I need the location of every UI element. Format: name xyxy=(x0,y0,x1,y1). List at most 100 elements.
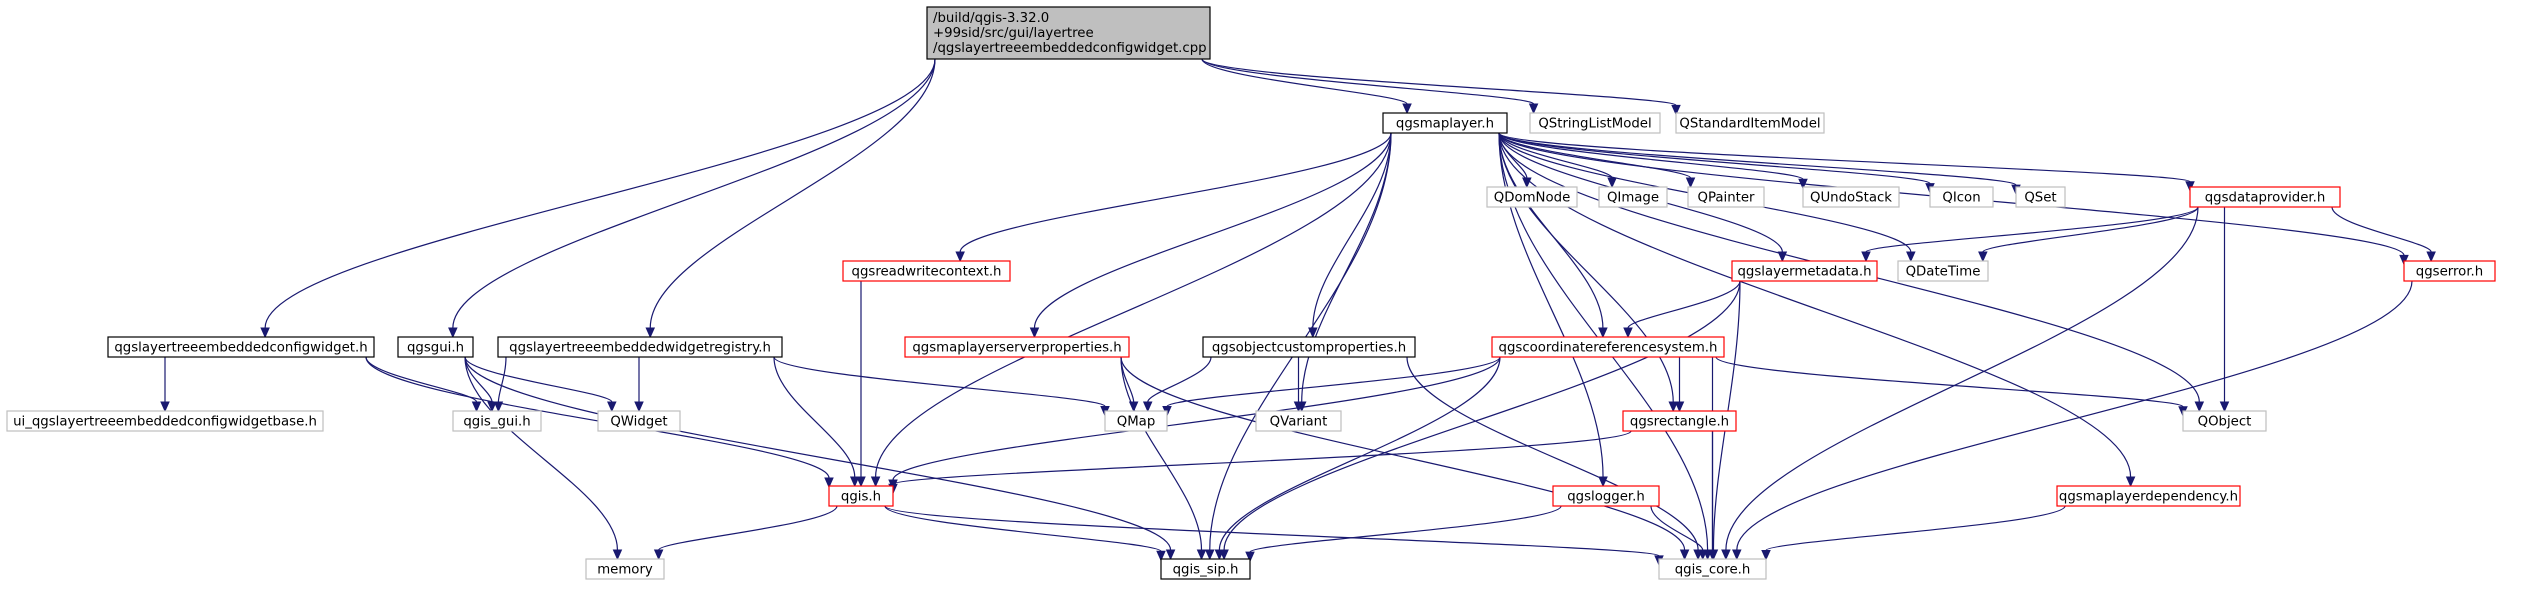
edge-qgslogger_h-to-qgis_sip_h xyxy=(1245,505,1562,563)
edge-qgsgui_h-to-qgis_sip_h xyxy=(464,356,1176,561)
arrowhead xyxy=(260,327,270,339)
edge-line xyxy=(1166,356,1501,408)
node-label: QStringListModel xyxy=(1538,117,1651,132)
arrowhead xyxy=(2194,401,2205,413)
node-label: QWidget xyxy=(610,415,667,430)
arrowhead xyxy=(1293,401,1304,413)
edge-qgsdataprovider_h-to-qgis_core_h xyxy=(1721,206,2199,561)
node-qgsmaplayer-h[interactable]: qgsmaplayer.h xyxy=(1382,112,1508,134)
edge-qgsmaplayer_h-to-qgsmaplayerdependency_h xyxy=(1498,132,2136,488)
edge-line xyxy=(264,58,936,329)
edge-qgsmaplayer_h-to-qgslogger_h xyxy=(1498,132,1608,488)
edge-line xyxy=(959,132,1392,253)
node-label: qgsdataprovider.h xyxy=(2205,191,2326,206)
arrowhead xyxy=(1196,549,1207,561)
node-box xyxy=(1802,186,1900,208)
node-box xyxy=(926,6,1211,60)
edge-qgscoordinatereferencesystem_h-to-qgis_sip_h xyxy=(1214,356,1501,561)
node-box xyxy=(397,336,474,358)
edge-qgsdataprovider_h-to-qgserror_h xyxy=(2331,206,2436,263)
node-qgserror-h[interactable]: qgserror.h xyxy=(2403,260,2496,282)
edge-qgsmaplayer_h-to-qgsrectangle_h xyxy=(1498,132,1679,413)
node-root[interactable]: /build/qgis-3.32.0+99sid/src/gui/layertr… xyxy=(926,6,1211,60)
arrowhead xyxy=(1697,549,1708,561)
edge-line xyxy=(1498,132,2191,183)
edge-line xyxy=(1627,280,1741,329)
edge-line xyxy=(1498,132,2132,478)
node-label: QSet xyxy=(2024,191,2056,206)
node-qgscoordinatereferencesystem-h[interactable]: qgscoordinatereferencesystem.h xyxy=(1491,336,1725,358)
node-qgslayertreeembeddedwidgetregistry-h[interactable]: qgslayertreeembeddedwidgetregistry.h xyxy=(497,336,783,358)
node-box xyxy=(1675,112,1825,134)
arrowhead xyxy=(487,401,497,413)
node-label: QUndoStack xyxy=(1810,191,1892,206)
node-box xyxy=(1382,112,1508,134)
node-label: qgis.h xyxy=(841,490,881,505)
node-box xyxy=(2403,260,2496,282)
node-label: QImage xyxy=(1607,191,1659,206)
node-label: /build/qgis-3.32.0 xyxy=(933,11,1049,26)
edge-qgsdataprovider_h-to-qgslayermetadata_h xyxy=(1861,206,2199,263)
node-box xyxy=(1598,186,1668,208)
node-label: QVariant xyxy=(1270,415,1328,430)
arrowhead xyxy=(448,327,458,339)
node-qgslogger-h[interactable]: qgslogger.h xyxy=(1552,485,1660,507)
edge-line xyxy=(1301,132,1392,403)
node-qgis-h[interactable]: qgis.h xyxy=(828,485,894,507)
node-box xyxy=(2015,186,2066,208)
arrowhead xyxy=(607,401,617,413)
edge-line xyxy=(1120,356,1203,551)
arrowhead xyxy=(1623,327,1633,339)
node-qgsmaplayerdependency-h[interactable]: qgsmaplayerdependency.h xyxy=(2056,485,2241,507)
node-qgsdataprovider-h[interactable]: qgsdataprovider.h xyxy=(2189,186,2341,208)
edge-line xyxy=(892,356,1501,481)
edge-qgslayertreeembeddedwidgetregistry_h-to-qgis_h xyxy=(773,356,860,488)
node-qundostack: QUndoStack xyxy=(1802,186,1900,208)
node-qgsgui-h[interactable]: qgsgui.h xyxy=(397,336,474,358)
arrowhead xyxy=(1607,177,1617,189)
arrowhead xyxy=(653,549,664,561)
node-qgsmaplayerserverproperties-h[interactable]: qgsmaplayerserverproperties.h xyxy=(904,336,1130,358)
edge-line xyxy=(1736,280,2413,551)
edge-qgsmaplayer_h-to-qgis_h xyxy=(870,132,1392,488)
arrowhead xyxy=(955,251,965,263)
node-qgslayertreeembeddedconfigwidget-h[interactable]: qgslayertreeembeddedconfigwidget.h xyxy=(107,336,375,358)
node-box xyxy=(1160,558,1251,580)
edge-qgsmaplayer_h-to-qgsmaplayerserverproperties_h xyxy=(1029,132,1392,339)
node-qgis-core-h: qgis_core.h xyxy=(1658,558,1767,580)
edge-qgsmaplayer_h-to-qgsreadwritecontext_h xyxy=(955,132,1392,263)
node-qgsrectangle-h[interactable]: qgsrectangle.h xyxy=(1622,410,1737,432)
node-label: qgscoordinatereferencesystem.h xyxy=(1499,341,1718,356)
node-label: qgsmaplayerdependency.h xyxy=(2059,490,2238,505)
node-label: qgis_sip.h xyxy=(1173,563,1239,578)
arrowhead xyxy=(1685,177,1696,189)
arrowhead xyxy=(856,476,866,488)
arrowhead xyxy=(1721,549,1731,561)
arrowhead xyxy=(471,401,482,413)
node-box xyxy=(2056,485,2241,507)
node-qgis-sip-h[interactable]: qgis_sip.h xyxy=(1160,558,1251,580)
node-label: qgsgui.h xyxy=(407,341,464,356)
node-qstringlistmodel: QStringListModel xyxy=(1529,112,1661,134)
node-label: +99sid/src/gui/layertree xyxy=(933,26,1094,41)
node-qgslayermetadata-h[interactable]: qgslayermetadata.h xyxy=(1731,260,1878,282)
node-qobject: QObject xyxy=(2182,410,2267,432)
arrowhead xyxy=(1156,550,1166,562)
arrowhead xyxy=(1906,251,1916,263)
edge-qgsmaplayerserverproperties_h-to-qgis_core_h xyxy=(1120,356,1690,561)
edge-qgslayermetadata_h-to-qgis_sip_h xyxy=(1219,280,1741,561)
arrowhead xyxy=(1219,549,1229,561)
arrowhead xyxy=(1029,327,1040,339)
edge-qgsmaplayerdependency_h-to-qgis_core_h xyxy=(1761,505,2066,561)
node-box xyxy=(1552,485,1660,507)
node-label: QDomNode xyxy=(1494,191,1571,206)
node-qset: QSet xyxy=(2015,186,2066,208)
node-box xyxy=(842,260,1011,282)
edge-root-to-qgslayertreeembeddedwidgetregistry_h xyxy=(645,58,936,339)
node-box xyxy=(452,410,542,432)
node-qgsreadwritecontext-h[interactable]: qgsreadwritecontext.h xyxy=(842,260,1011,282)
node-box xyxy=(904,336,1130,358)
arrowhead xyxy=(1308,327,1318,339)
edge-qgsmaplayerserverproperties_h-to-qgis_sip_h xyxy=(1120,356,1207,561)
node-qgsobjectcustomproperties-h[interactable]: qgsobjectcustomproperties.h xyxy=(1202,336,1416,358)
